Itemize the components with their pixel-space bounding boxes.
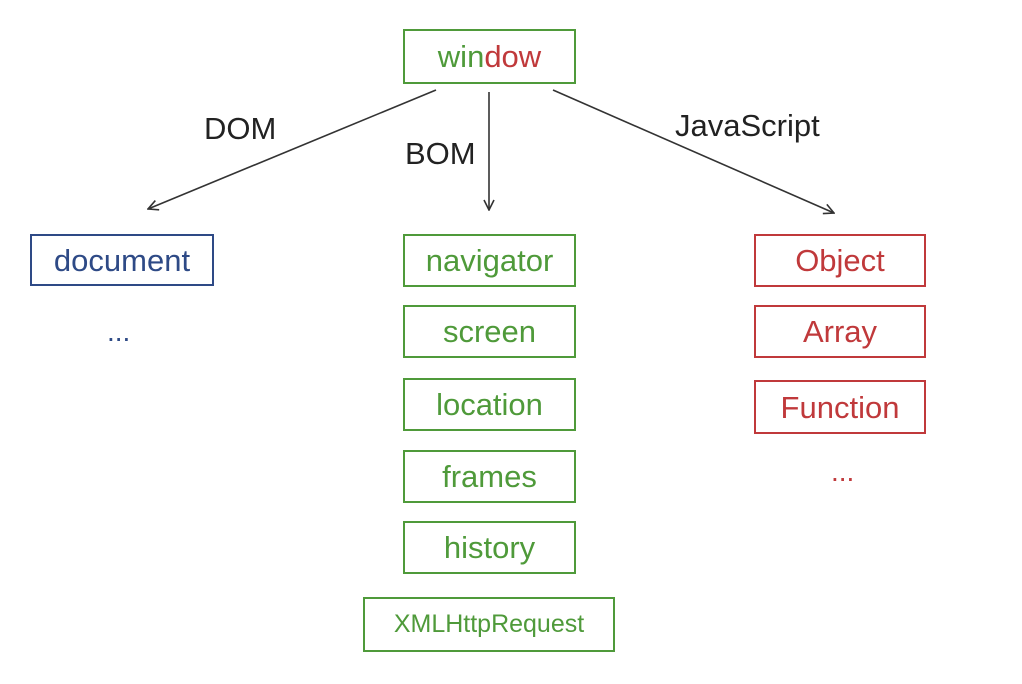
navigator-node: navigator <box>403 234 576 287</box>
array-node: Array <box>754 305 926 358</box>
javascript-more-ellipsis: ... <box>831 456 855 487</box>
frames-node: frames <box>403 450 576 503</box>
window-label-win: win <box>437 39 485 74</box>
screen-node: screen <box>403 305 576 358</box>
history-node: history <box>403 521 576 574</box>
dom-edge-label: DOM <box>204 111 277 146</box>
function-node: Function <box>754 380 926 434</box>
bom-edge-label: BOM <box>405 136 476 171</box>
javascript-arrow <box>552 89 834 213</box>
location-node: location <box>403 378 576 431</box>
xmlhttprequest-node: XMLHttpRequest <box>363 597 615 652</box>
object-node: Object <box>754 234 926 287</box>
window-label-dow: dow <box>484 39 542 74</box>
dom-more-ellipsis: ... <box>107 316 131 347</box>
document-node: document <box>30 234 214 286</box>
dom-arrow <box>148 89 437 209</box>
javascript-edge-label: JavaScript <box>675 108 820 143</box>
